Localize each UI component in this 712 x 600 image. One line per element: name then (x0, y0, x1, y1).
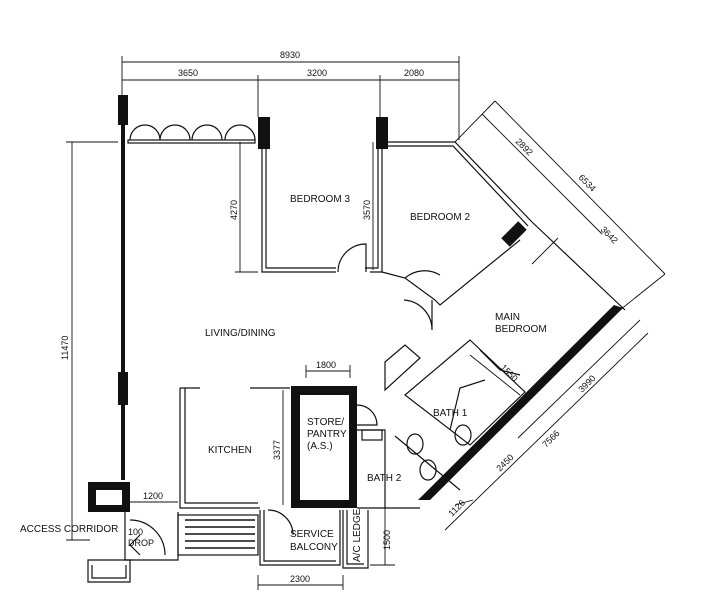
dim-diag-b: 3642 (599, 224, 620, 245)
label-access-corridor: ACCESS CORRIDOR (20, 524, 118, 535)
label-living-dining: LIVING/DINING (205, 328, 276, 339)
dim-diag-total2: 7566 (540, 428, 561, 449)
label-bath-2: BATH 2 (367, 473, 402, 484)
label-bedroom-2: BEDROOM 2 (410, 212, 470, 223)
dim-balcony-w: 2300 (290, 574, 310, 584)
dim-ledge-depth: 1500 (382, 530, 392, 550)
dim-total-width: 8930 (280, 50, 300, 60)
label-service-2: BALCONY (290, 542, 338, 553)
dim-diag-c: 3990 (576, 373, 597, 394)
walls (87, 95, 626, 583)
label-refuse-1: 100 (128, 527, 143, 537)
label-refuse-2: DROP (128, 538, 154, 548)
dim-corridor-w: 1200 (143, 491, 163, 501)
label-main-bedroom-1: MAIN (495, 312, 520, 323)
dim-bed2-depth: 3570 (362, 200, 372, 220)
dim-diag-e: 1126 (446, 498, 467, 519)
dim-w1: 3650 (178, 68, 198, 78)
label-kitchen: KITCHEN (208, 445, 252, 456)
dim-kitchen-depth: 3377 (272, 440, 282, 460)
label-store-1: STORE/ (307, 417, 344, 428)
dim-total-height: 11470 (60, 336, 70, 360)
dim-diag-total: 6534 (577, 172, 598, 193)
label-service-1: SERVICE (290, 529, 334, 540)
label-bath-1: BATH 1 (433, 408, 468, 419)
dim-w2: 3200 (307, 68, 327, 78)
dim-store-w: 1800 (316, 360, 336, 370)
room-labels: BEDROOM 3 BEDROOM 2 MAIN BEDROOM LIVING/… (20, 194, 547, 562)
label-ac-ledge: A/C LEDGE (352, 508, 363, 562)
dim-w3: 2080 (404, 68, 424, 78)
dim-diag-a: 2892 (514, 136, 535, 157)
label-main-bedroom-2: BEDROOM (495, 324, 547, 335)
label-store-2: PANTRY (307, 429, 347, 440)
dim-diag-d: 2450 (494, 452, 515, 473)
dim-bed3-depth: 4270 (229, 200, 239, 220)
label-store-3: (A.S.) (307, 441, 333, 452)
label-bedroom-3: BEDROOM 3 (290, 194, 350, 205)
dimension-lines (66, 56, 666, 590)
